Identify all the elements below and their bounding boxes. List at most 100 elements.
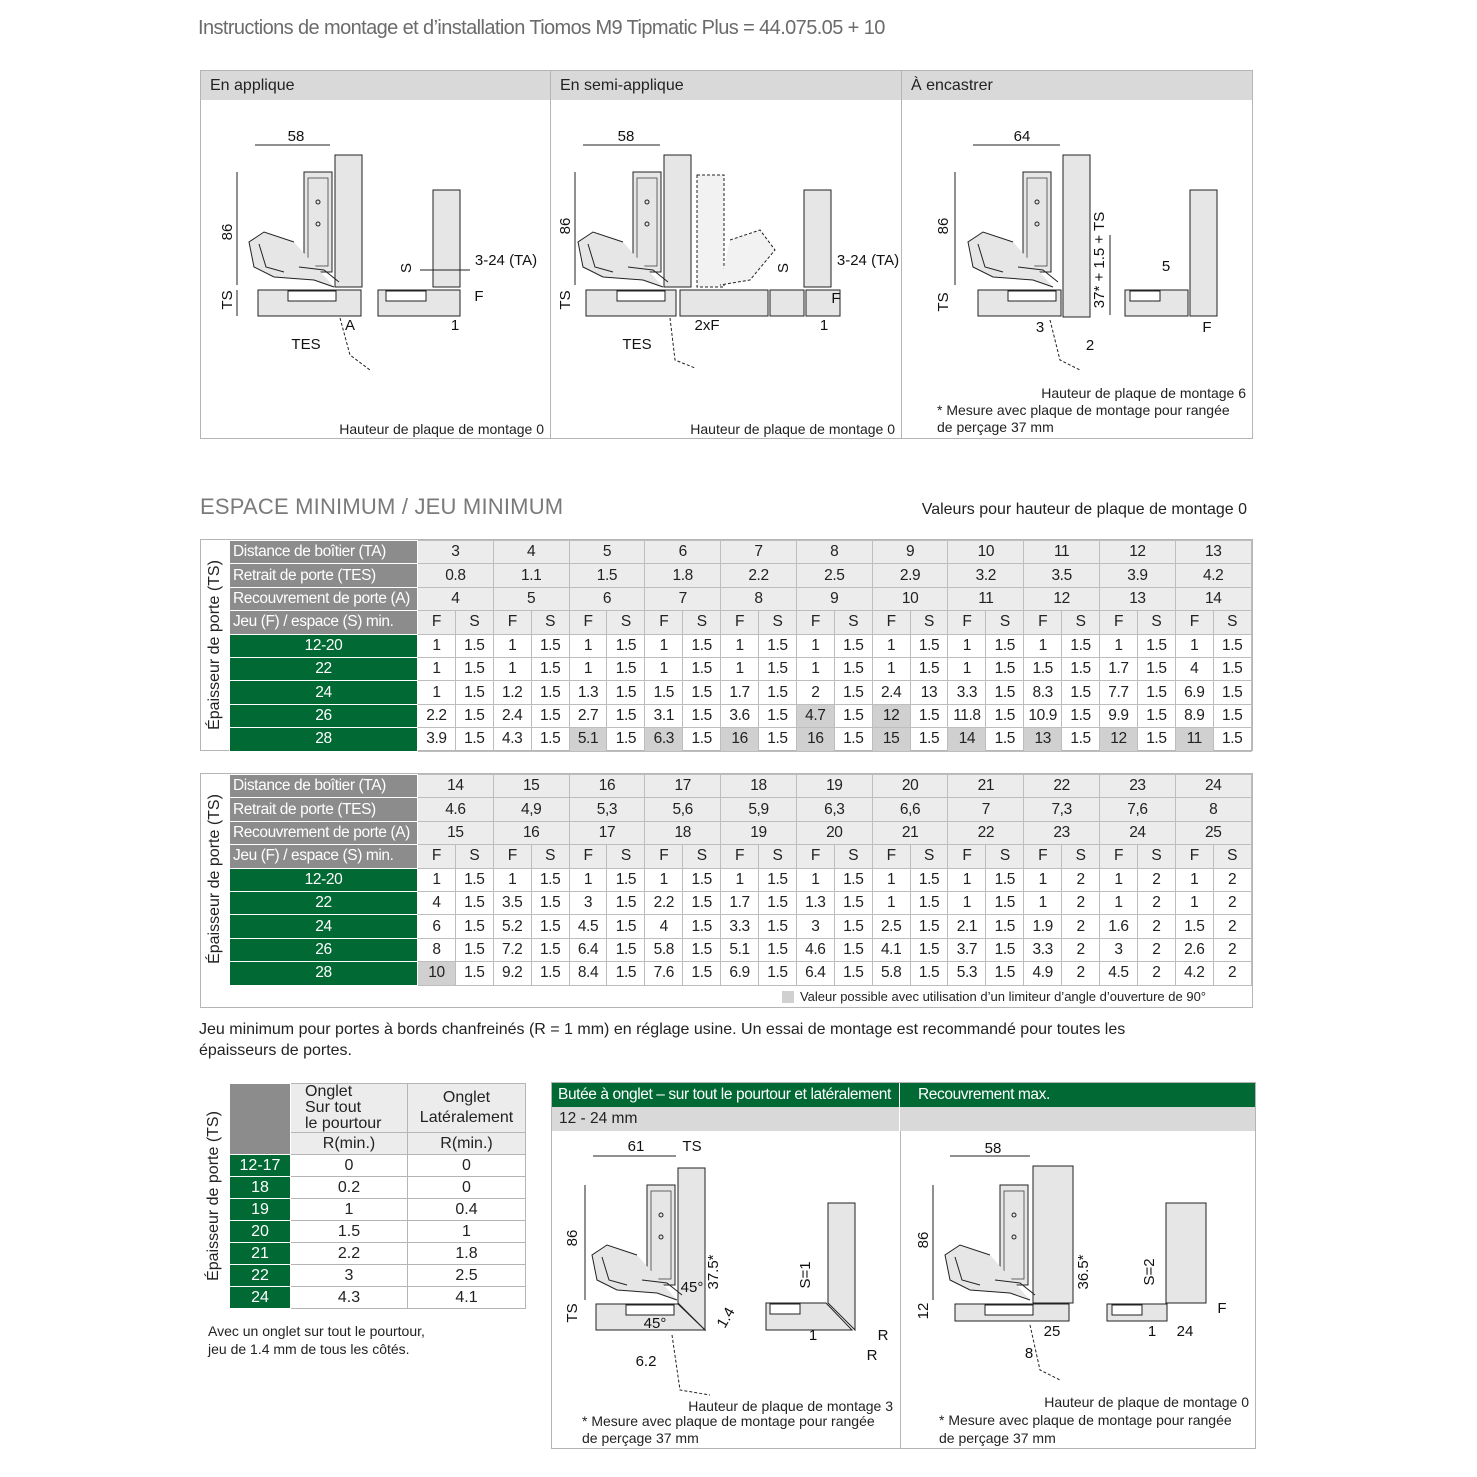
rmin-header: R(min.) bbox=[290, 1132, 408, 1155]
r-value: 0 bbox=[290, 1154, 408, 1177]
legend-swatch bbox=[781, 990, 794, 1003]
s-header: S bbox=[682, 844, 722, 869]
s-value: 1.5 bbox=[606, 680, 646, 705]
s-header: S bbox=[454, 610, 494, 635]
f-value: 3.3 bbox=[1023, 937, 1063, 963]
panel-caption: Hauteur de plaque de montage 6 bbox=[1041, 385, 1246, 401]
s-value: 1.5 bbox=[985, 727, 1025, 752]
s-header: S bbox=[909, 610, 949, 635]
r-value: 1 bbox=[407, 1220, 526, 1243]
f-value: 4.7 bbox=[795, 703, 835, 729]
header-cell: 16 bbox=[568, 773, 646, 799]
header-cell: 7 bbox=[720, 539, 797, 565]
f-value: 1 bbox=[568, 867, 608, 892]
f-header: F bbox=[417, 610, 456, 635]
header-cell: 19 bbox=[720, 820, 797, 846]
header-cell: 12 bbox=[1023, 586, 1101, 612]
f-value: 1 bbox=[947, 890, 987, 916]
s-value: 1.5 bbox=[530, 633, 570, 658]
panel-en-semi-applique: En semi-applique Hauteur de plaque de mo… bbox=[550, 70, 902, 439]
s-value: 2 bbox=[1061, 961, 1101, 986]
s-value: 1.5 bbox=[454, 914, 494, 939]
s-header: S bbox=[833, 610, 873, 635]
s-header: S bbox=[758, 610, 797, 635]
f-value: 5.2 bbox=[492, 914, 532, 939]
f-header: F bbox=[720, 844, 760, 869]
row-label: Jeu (F) / espace (S) min. bbox=[229, 610, 418, 635]
header-cell: 3.9 bbox=[1099, 563, 1176, 588]
s-value: 1.5 bbox=[758, 937, 797, 963]
s-header: S bbox=[606, 610, 646, 635]
door-thickness-label: 24 bbox=[229, 680, 418, 705]
s-value: 1.5 bbox=[1212, 703, 1252, 729]
f-value: 1 bbox=[871, 656, 911, 682]
document-title: Instructions de montage et d’installatio… bbox=[198, 17, 885, 39]
f-value: 3.3 bbox=[947, 680, 987, 705]
f-value: 1 bbox=[1099, 633, 1138, 658]
s-value: 1.5 bbox=[682, 961, 722, 986]
f-value: 4 bbox=[417, 890, 456, 916]
s-value: 1.5 bbox=[985, 890, 1025, 916]
f-value: 1 bbox=[871, 867, 911, 892]
s-header: S bbox=[606, 844, 646, 869]
panel-subheading: 12 - 24 mm bbox=[552, 1107, 900, 1131]
f-value: 1 bbox=[568, 656, 608, 682]
s-header: S bbox=[909, 844, 949, 869]
s-value: 1.5 bbox=[454, 727, 494, 752]
s-value: 1.5 bbox=[909, 727, 949, 752]
s-value: 1.5 bbox=[985, 656, 1025, 682]
s-value: 2 bbox=[1061, 890, 1101, 916]
f-header: F bbox=[1099, 610, 1138, 635]
header-cell: 7 bbox=[644, 586, 722, 612]
r-value: 2.2 bbox=[290, 1242, 408, 1265]
s-value: 1.5 bbox=[530, 961, 570, 986]
f-value: 13 bbox=[1023, 727, 1063, 752]
vertical-label: Épaisseur de porte (TS) bbox=[205, 1111, 223, 1281]
onglet-note: Avec un onglet sur tout le pourtour, jeu… bbox=[208, 1323, 425, 1357]
panel-footnote: de perçage 37 mm bbox=[582, 1430, 699, 1446]
header-cell: 11 bbox=[947, 586, 1025, 612]
f-value: 4.3 bbox=[492, 727, 532, 752]
panel-footnote: de perçage 37 mm bbox=[939, 1430, 1056, 1446]
s-value: 1.5 bbox=[530, 867, 570, 892]
f-value: 5.8 bbox=[871, 961, 911, 986]
door-thickness-label: 18 bbox=[229, 1176, 291, 1199]
header-cell: 9 bbox=[871, 539, 949, 565]
header-cell: 4.6 bbox=[417, 797, 494, 822]
s-value: 1.5 bbox=[985, 633, 1025, 658]
header-cell: 6,3 bbox=[795, 797, 873, 822]
f-value: 1 bbox=[1023, 633, 1063, 658]
s-value: 1.5 bbox=[758, 703, 797, 729]
header-cell: 14 bbox=[1174, 586, 1252, 612]
f-value: 3.6 bbox=[720, 703, 760, 729]
f-value: 3.5 bbox=[492, 890, 532, 916]
header-cell: 2.9 bbox=[871, 563, 949, 588]
header-cell: 1.1 bbox=[492, 563, 570, 588]
f-value: 4.9 bbox=[1023, 961, 1063, 986]
s-value: 2 bbox=[1136, 961, 1176, 986]
s-value: 1.5 bbox=[682, 867, 722, 892]
header-cell: 6 bbox=[568, 586, 646, 612]
f-value: 1 bbox=[644, 656, 684, 682]
s-value: 2 bbox=[1061, 867, 1101, 892]
f-value: 15 bbox=[871, 727, 911, 752]
s-value: 1.5 bbox=[682, 890, 722, 916]
f-value: 6.3 bbox=[644, 727, 684, 752]
header-cell: 5,9 bbox=[720, 797, 797, 822]
f-value: 10.9 bbox=[1023, 703, 1063, 729]
s-value: 1.5 bbox=[758, 890, 797, 916]
s-value: 1.5 bbox=[758, 961, 797, 986]
header-cell: 13 bbox=[1174, 539, 1252, 565]
f-value: 1.2 bbox=[492, 680, 532, 705]
f-value: 1 bbox=[795, 656, 835, 682]
header-cell: 7,6 bbox=[1099, 797, 1176, 822]
f-header: F bbox=[492, 844, 532, 869]
s-value: 2 bbox=[1212, 890, 1252, 916]
f-value: 1.5 bbox=[1174, 914, 1214, 939]
f-value: 1 bbox=[1023, 867, 1063, 892]
